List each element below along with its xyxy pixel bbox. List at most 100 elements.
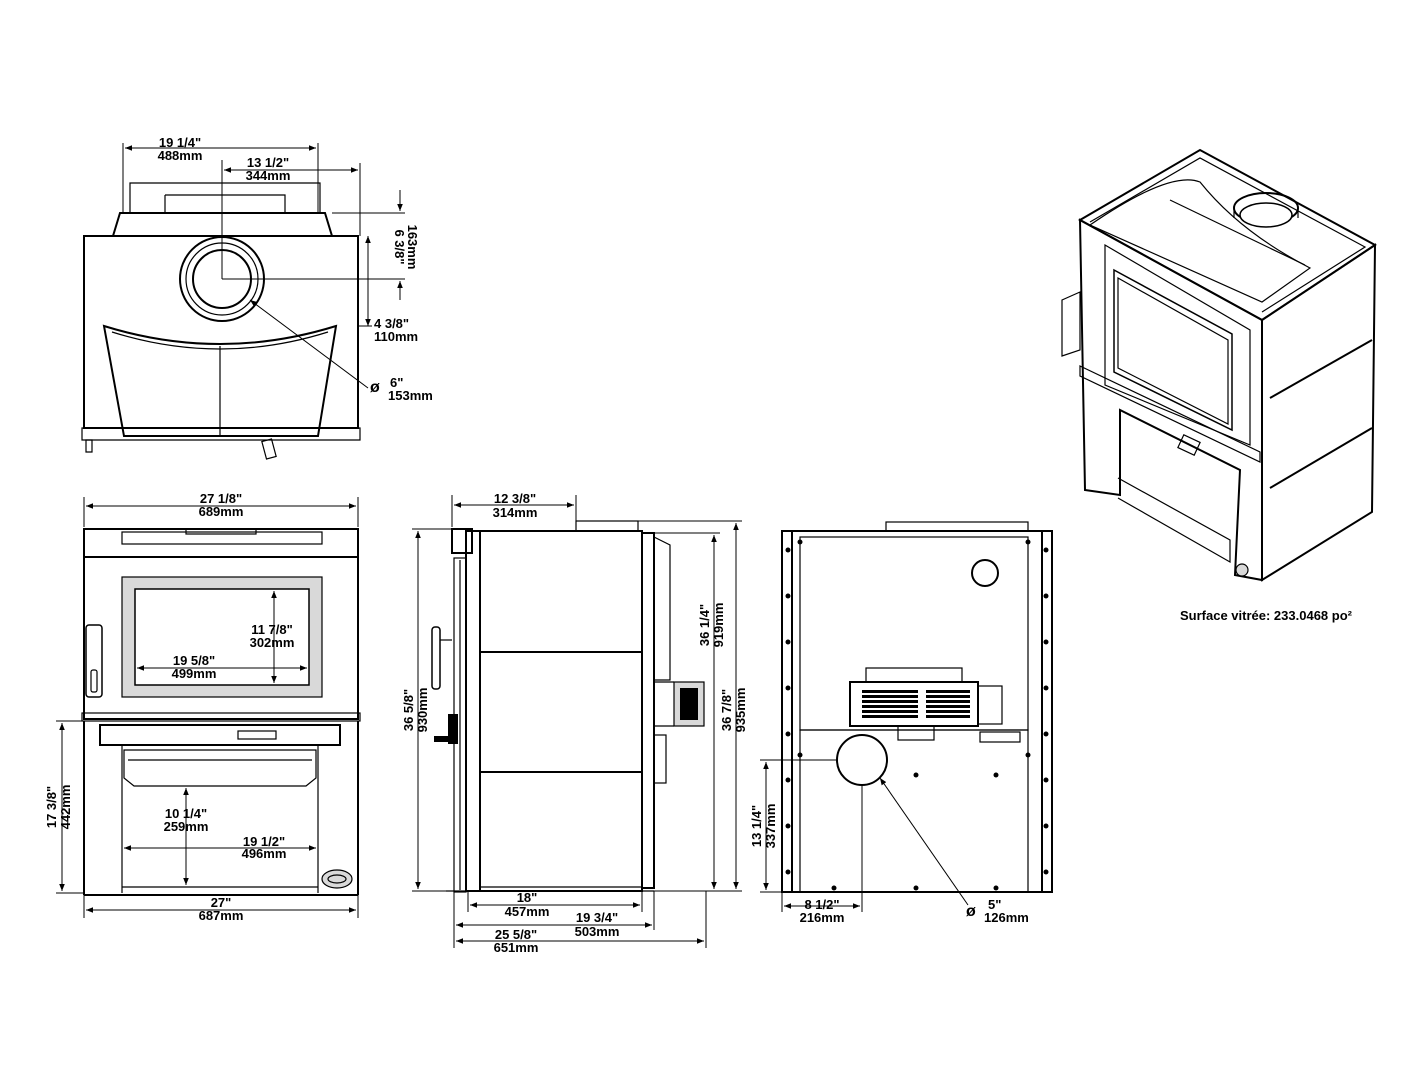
bolt-hole	[1043, 639, 1049, 645]
glass-width-mm-label: 499mm	[172, 666, 217, 681]
air-offset-mm-label: 216mm	[800, 910, 845, 925]
base-height-mm-label: 442mm	[58, 785, 73, 830]
louver-slot	[926, 695, 970, 698]
side-view-labels: 12 3/8" 314mm 36 1/4" 919mm 36 5/8" 930m…	[401, 491, 748, 955]
leg-depth-inch-label: 18"	[517, 890, 538, 905]
glass-width-inch-label: 19 5/8"	[173, 653, 215, 668]
front-view-body	[81, 528, 361, 896]
height-a-inch-label: 36 1/4"	[697, 604, 712, 646]
louver-slot	[926, 715, 970, 718]
opening-width-mm-label: 496mm	[242, 846, 287, 861]
opening-width-inch-label: 19 1/2"	[243, 834, 285, 849]
bolt-hole	[785, 823, 791, 829]
rear-view: 13 1/4" 337mm 8 1/2" 216mm ø 5" 126mm	[749, 521, 1053, 925]
bolt-hole	[785, 777, 791, 783]
rear-offset-inch-label: 4 3/8"	[374, 316, 409, 331]
rear-view-body	[781, 521, 1053, 893]
bolt-hole	[797, 752, 803, 758]
bolt-hole	[831, 885, 837, 891]
isometric-view: Surface vitrée: 233.0468 po²	[1061, 148, 1377, 623]
louver-slot	[926, 690, 970, 693]
bolt-hole	[785, 593, 791, 599]
top-view-dimensions	[122, 143, 405, 389]
rear-view-louvers	[862, 690, 970, 718]
height-b-mm-label: 930mm	[415, 688, 430, 733]
height-c-inch-label: 36 7/8"	[719, 689, 734, 731]
bolt-hole	[1043, 869, 1049, 875]
bolt-hole	[785, 685, 791, 691]
louver-slot	[926, 710, 970, 713]
flue-diameter-inch-label: 6"	[390, 375, 403, 390]
front-view: 27 1/8" 689mm 11 7/8" 302mm 19 5/8" 499m…	[44, 491, 361, 923]
top-width-mm-label: 488mm	[158, 148, 203, 163]
bolt-hole	[913, 885, 919, 891]
top-view-body	[81, 182, 361, 460]
bolt-hole	[1043, 685, 1049, 691]
flue-diameter-mm-label: 153mm	[388, 388, 433, 403]
bolt-hole	[1043, 547, 1049, 553]
opening-height-inch-label: 10 1/4"	[165, 806, 207, 821]
flue-diameter-symbol: ø	[370, 379, 380, 396]
total-depth-mm-label: 651mm	[494, 940, 539, 955]
flue-offset-inch-label: 13 1/2"	[247, 155, 289, 170]
glass-height-mm-label: 302mm	[250, 635, 295, 650]
bolt-hole	[993, 885, 999, 891]
side-view: 12 3/8" 314mm 36 1/4" 919mm 36 5/8" 930m…	[401, 491, 748, 955]
rear-view-bolts	[785, 539, 1049, 891]
bolt-hole	[913, 772, 919, 778]
flue-depth-inch-label: 6 3/8"	[392, 229, 407, 264]
height-c-mm-label: 935mm	[733, 688, 748, 733]
rear-depth-inch-label: 19 3/4"	[576, 910, 618, 925]
height-a-mm-label: 919mm	[711, 603, 726, 648]
side-view-dimensions	[412, 495, 742, 948]
rear-depth-mm-label: 503mm	[575, 924, 620, 939]
bolt-hole	[797, 539, 803, 545]
air-diameter-inch-label: 5"	[988, 897, 1001, 912]
glass-height-inch-label: 11 7/8"	[251, 622, 293, 637]
height-b-inch-label: 36 5/8"	[401, 689, 416, 731]
side-view-body	[431, 520, 705, 893]
bolt-hole	[1043, 823, 1049, 829]
front-view-labels: 27 1/8" 689mm 11 7/8" 302mm 19 5/8" 499m…	[44, 491, 294, 923]
top-width-inch-label: 19 1/4"	[159, 135, 201, 150]
bolt-hole	[785, 547, 791, 553]
bolt-hole	[993, 772, 999, 778]
front-top-width-mm-label: 689mm	[199, 504, 244, 519]
bottom-width-inch-label: 27"	[211, 895, 232, 910]
iso-stove-body	[1061, 148, 1377, 582]
louver-slot	[926, 700, 970, 703]
louver-slot	[862, 715, 918, 718]
front-view-dimensions	[56, 497, 359, 918]
bolt-hole	[785, 869, 791, 875]
rear-view-labels: 13 1/4" 337mm 8 1/2" 216mm ø 5" 126mm	[749, 804, 1029, 925]
side-top-depth-mm-label: 314mm	[493, 505, 538, 520]
base-height-inch-label: 17 3/8"	[44, 786, 59, 828]
top-view-cover	[102, 324, 338, 437]
bolt-hole	[1025, 539, 1031, 545]
air-offset-inch-label: 8 1/2"	[804, 897, 839, 912]
bolt-hole	[785, 731, 791, 737]
rear-view-dimensions	[760, 759, 969, 912]
total-depth-inch-label: 25 5/8"	[495, 927, 537, 942]
rear-offset-mm-label: 110mm	[374, 329, 418, 344]
air-diameter-mm-label: 126mm	[984, 910, 1029, 925]
flue-depth-mm-label: 163mm	[405, 225, 420, 270]
louver-slot	[862, 710, 918, 713]
bolt-hole	[1043, 593, 1049, 599]
top-view-labels: 19 1/4" 488mm 13 1/2" 344mm 6 3/8" 163mm…	[158, 135, 433, 403]
bolt-hole	[785, 639, 791, 645]
air-diameter-symbol: ø	[966, 903, 976, 920]
air-height-inch-label: 13 1/4"	[749, 805, 764, 847]
louver-slot	[926, 705, 970, 708]
opening-height-mm-label: 259mm	[164, 819, 209, 834]
bolt-hole	[1025, 752, 1031, 758]
side-top-depth-inch-label: 12 3/8"	[494, 491, 536, 506]
front-top-width-inch-label: 27 1/8"	[200, 491, 242, 506]
louver-slot	[862, 705, 918, 708]
louver-slot	[862, 690, 918, 693]
bottom-width-mm-label: 687mm	[199, 908, 244, 923]
bolt-hole	[1043, 731, 1049, 737]
leg-depth-mm-label: 457mm	[505, 904, 550, 919]
air-height-mm-label: 337mm	[763, 804, 778, 849]
